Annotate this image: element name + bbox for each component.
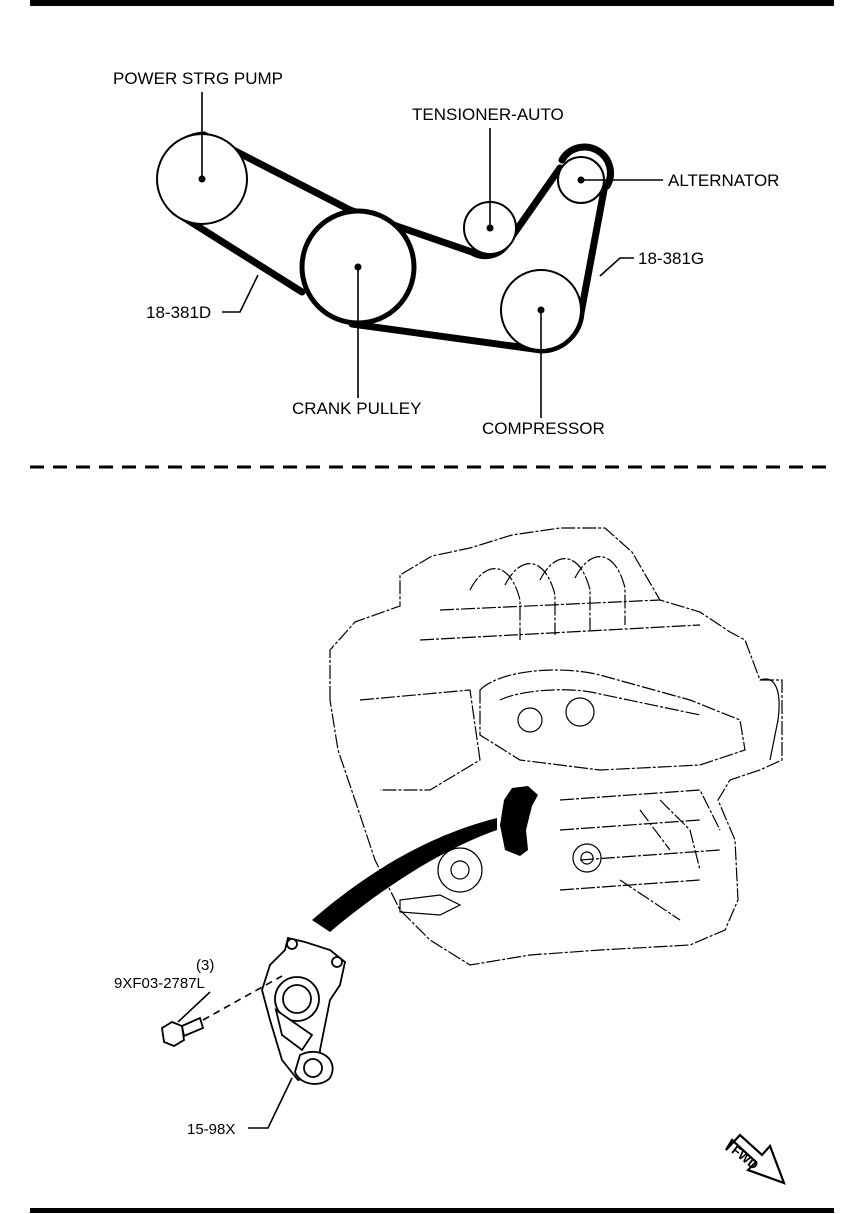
- bolt-alignment-line: [202, 975, 283, 1021]
- tensioner-location-marker: [500, 786, 538, 856]
- bolt-part-number: 9XF03-2787L: [114, 975, 205, 992]
- bolt-9xf03-2787l: [161, 975, 283, 1048]
- engine-illustration: [312, 527, 783, 966]
- belt-g-leader: [599, 257, 634, 277]
- bottom-border: [30, 1208, 834, 1213]
- belt-routing-diagram: POWER STRG PUMP TENSIONER-AUTO ALTERNATO…: [113, 69, 779, 438]
- bolt-quantity: (3): [196, 957, 214, 974]
- location-arrow: [312, 818, 497, 932]
- bolt-leader: [177, 991, 211, 1023]
- tensioner-part-number: 15-98X: [187, 1121, 235, 1138]
- label-crank-pulley: CRANK PULLEY: [292, 399, 421, 418]
- label-belt-18-381d: 18-381D: [146, 303, 211, 322]
- label-compressor: COMPRESSOR: [482, 419, 605, 438]
- label-alternator: ALTERNATOR: [668, 171, 779, 190]
- belt-d-leader: [222, 274, 259, 313]
- tensioner-part-leader: [248, 1077, 293, 1129]
- fwd-arrow-icon: FWD: [725, 1133, 786, 1185]
- top-border: [30, 0, 834, 6]
- label-tensioner-auto: TENSIONER-AUTO: [412, 105, 564, 124]
- label-belt-18-381g: 18-381G: [638, 249, 704, 268]
- label-power-strg-pump: POWER STRG PUMP: [113, 69, 283, 88]
- tensioner-auto-part: [261, 936, 346, 1085]
